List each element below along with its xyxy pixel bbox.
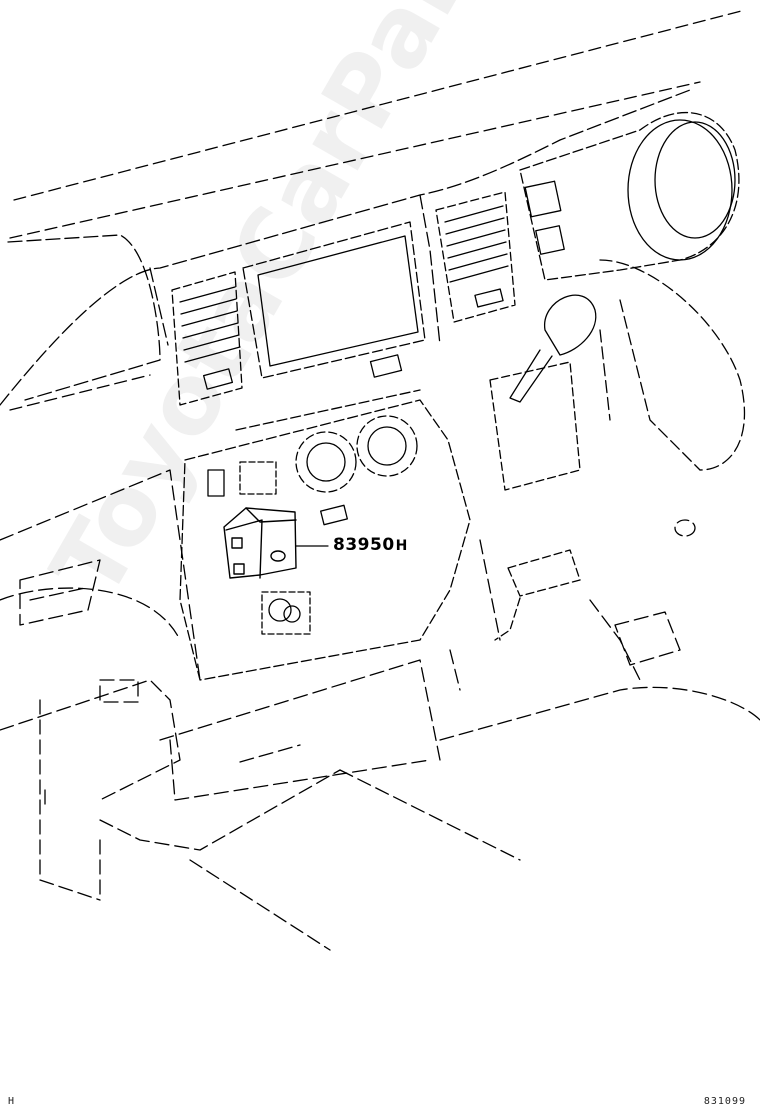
part-number[interactable]: 83950 [333, 535, 395, 555]
instrument-cluster [519, 111, 740, 281]
lighter-knob [261, 591, 311, 635]
steering-column [599, 259, 745, 537]
diagram-corner-code: H [8, 1096, 15, 1107]
switch-module-part [223, 507, 297, 579]
left-air-vent [171, 271, 243, 406]
center-console [179, 389, 471, 681]
hvac-knobs [207, 415, 418, 526]
right-air-vent [435, 191, 516, 323]
windshield-edge [9, 9, 746, 411]
dashboard-top [0, 89, 691, 406]
diagram-reference-number: 831099 [703, 1096, 746, 1107]
right-floor-area [439, 539, 760, 741]
shift-lever [489, 294, 597, 491]
left-dashboard-panel [0, 469, 201, 901]
center-display [242, 221, 426, 379]
parking-lever [494, 549, 581, 641]
part-number-callout[interactable]: 83950H [333, 535, 408, 555]
part-number-suffix[interactable]: H [395, 538, 408, 554]
lower-panel [99, 649, 521, 951]
